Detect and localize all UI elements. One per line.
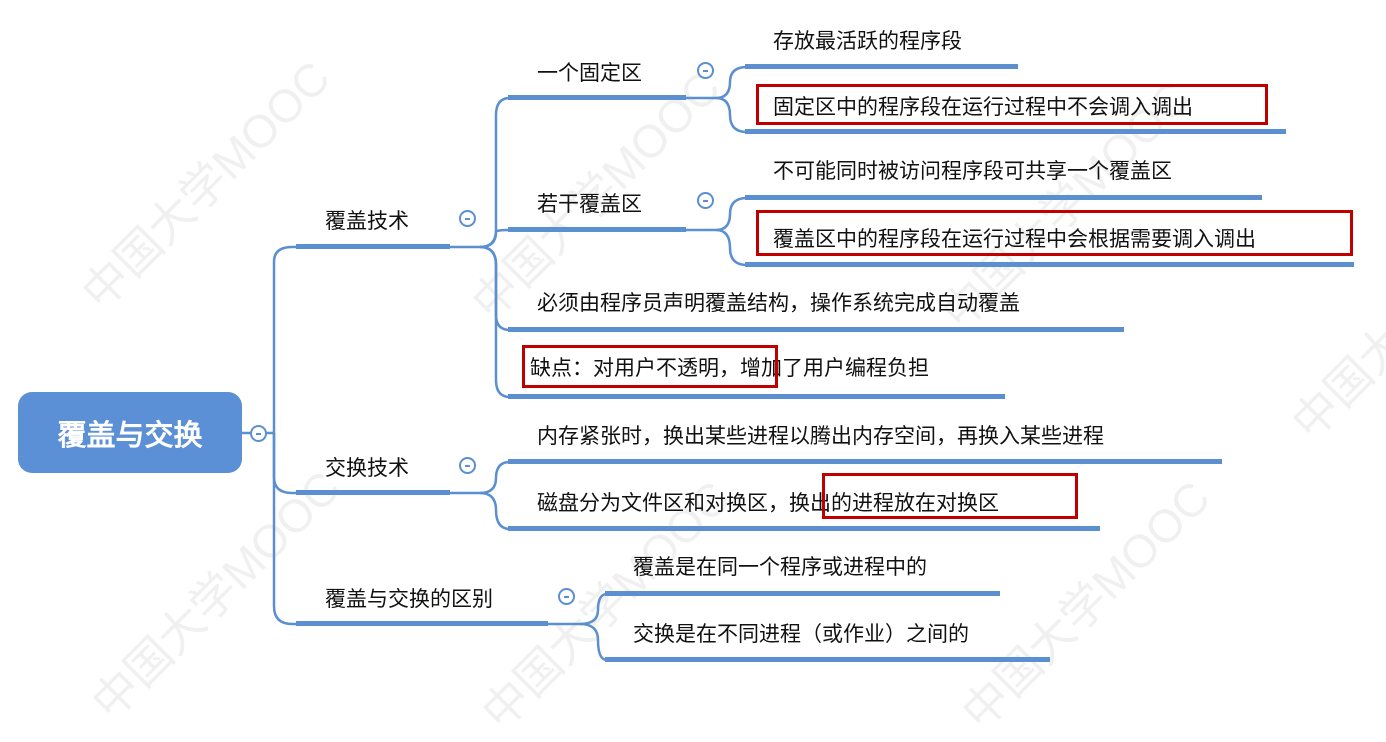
underline	[508, 327, 1124, 332]
node-areas-child-2[interactable]: 覆盖区中的程序段在运行过程中会根据需要调入调出	[773, 227, 1256, 251]
underline	[296, 621, 548, 626]
node-swap-child-1[interactable]: 内存紧张时，换出某些进程以腾出内存空间，再换入某些进程	[537, 424, 1104, 448]
node-swap-child-2[interactable]: 磁盘分为文件区和对换区，换出的进程放在对换区	[537, 490, 999, 516]
node-fixed-child-1[interactable]: 存放最活跃的程序段	[773, 29, 962, 53]
node-diff-child-1[interactable]: 覆盖是在同一个程序或进程中的	[633, 555, 927, 579]
highlight-box	[756, 84, 1268, 125]
underline	[745, 262, 1354, 267]
node-drawback[interactable]: 缺点：对用户不透明，增加了用户编程负担	[530, 355, 929, 381]
underline	[296, 244, 450, 249]
connector-lines	[242, 65, 748, 662]
root-node[interactable]: 覆盖与交换	[18, 392, 242, 473]
node-diff-child-2[interactable]: 交换是在不同进程（或作业）之间的	[633, 622, 969, 646]
underline	[605, 657, 1050, 662]
highlight-box	[756, 210, 1353, 256]
node-fixed-child-2[interactable]: 固定区中的程序段在运行过程中不会调入调出	[773, 95, 1193, 119]
collapse-icon[interactable]	[459, 210, 476, 227]
node-areas-child-1[interactable]: 不可能同时被访问程序段可共享一个覆盖区	[773, 159, 1172, 183]
highlight-box	[822, 473, 1078, 519]
underline	[745, 64, 1018, 69]
drawback-highlighted: 缺点：对用户不透明，	[530, 356, 740, 380]
collapse-icon[interactable]	[558, 588, 575, 605]
underline	[605, 591, 1000, 596]
underline	[508, 394, 1005, 399]
underline	[745, 129, 1286, 134]
node-overlay-areas[interactable]: 若干覆盖区	[537, 192, 642, 216]
root-label: 覆盖与交换	[57, 417, 203, 452]
node-swap-technique[interactable]: 交换技术	[325, 456, 409, 480]
swap-child-2-text: 磁盘分为文件区和对换区，	[537, 491, 789, 515]
highlight-box	[522, 345, 778, 388]
node-declare[interactable]: 必须由程序员声明覆盖结构，操作系统完成自动覆盖	[537, 291, 1020, 315]
underline	[508, 526, 1100, 531]
collapse-icon[interactable]	[459, 457, 476, 474]
collapse-icon[interactable]	[697, 62, 714, 79]
node-difference[interactable]: 覆盖与交换的区别	[325, 587, 493, 611]
node-fixed-area[interactable]: 一个固定区	[537, 61, 642, 85]
underline	[508, 227, 686, 232]
underline	[296, 490, 450, 495]
drawback-rest: 增加了用户编程负担	[740, 356, 929, 380]
underline	[745, 195, 1262, 200]
node-overlay-technique[interactable]: 覆盖技术	[325, 209, 409, 233]
collapse-icon[interactable]	[697, 192, 714, 209]
underline	[508, 459, 1222, 464]
collapse-icon[interactable]	[250, 425, 267, 442]
underline	[508, 95, 686, 100]
